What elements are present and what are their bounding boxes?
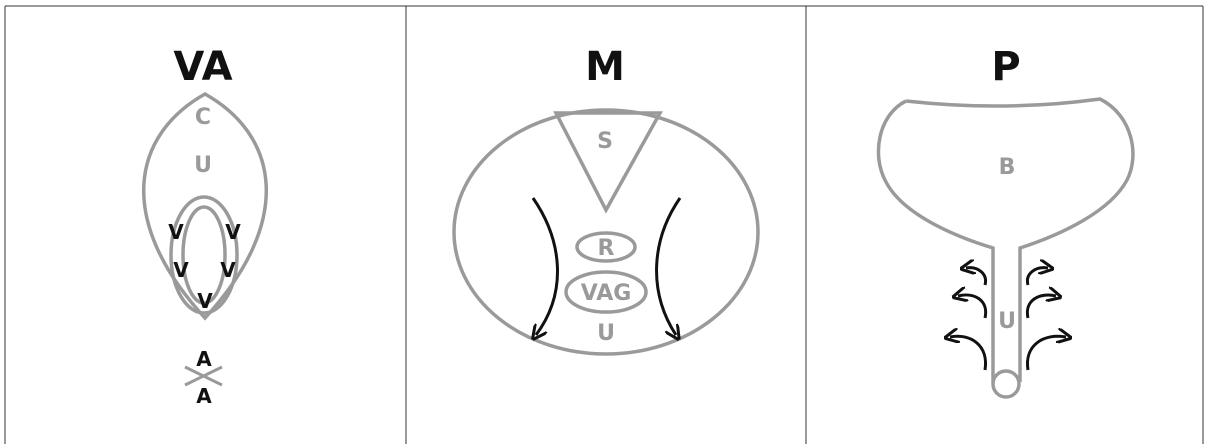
label-v-3: V [173, 258, 189, 282]
panel-title-m: M [585, 44, 625, 90]
arrow-right [657, 198, 680, 335]
label-v-1: V [168, 220, 184, 244]
label-r: R [598, 236, 615, 261]
panel-title-va: VA [173, 44, 232, 90]
label-a-top: A [196, 347, 212, 371]
label-v-4: V [220, 258, 236, 282]
panel-title-p: P [991, 44, 1020, 90]
arrow-right-2 [1027, 295, 1056, 318]
label-a-bottom: A [196, 384, 212, 408]
arrow-left [533, 198, 557, 335]
arrow-left-1 [966, 268, 986, 285]
arrow-right-1 [1027, 268, 1048, 285]
label-c: C [195, 105, 211, 130]
panel-p: P B U [878, 44, 1133, 397]
arrow-right-3 [1027, 336, 1066, 370]
panel-va: VA C U V V V V V A A [144, 44, 267, 408]
label-u: U [194, 153, 212, 178]
arrow-left-2 [958, 295, 986, 318]
urethra-end [993, 371, 1019, 397]
label-s: S [597, 129, 613, 154]
label-u: U [998, 309, 1016, 334]
label-b: B [999, 155, 1016, 180]
arrow-left-3 [950, 336, 986, 370]
label-v-2: V [225, 220, 241, 244]
sacrum-triangle [556, 113, 660, 210]
label-u: U [597, 321, 615, 346]
panel-m: M S R VAG U [454, 44, 758, 354]
label-vag: VAG [581, 281, 632, 306]
label-v-5: V [197, 289, 213, 313]
